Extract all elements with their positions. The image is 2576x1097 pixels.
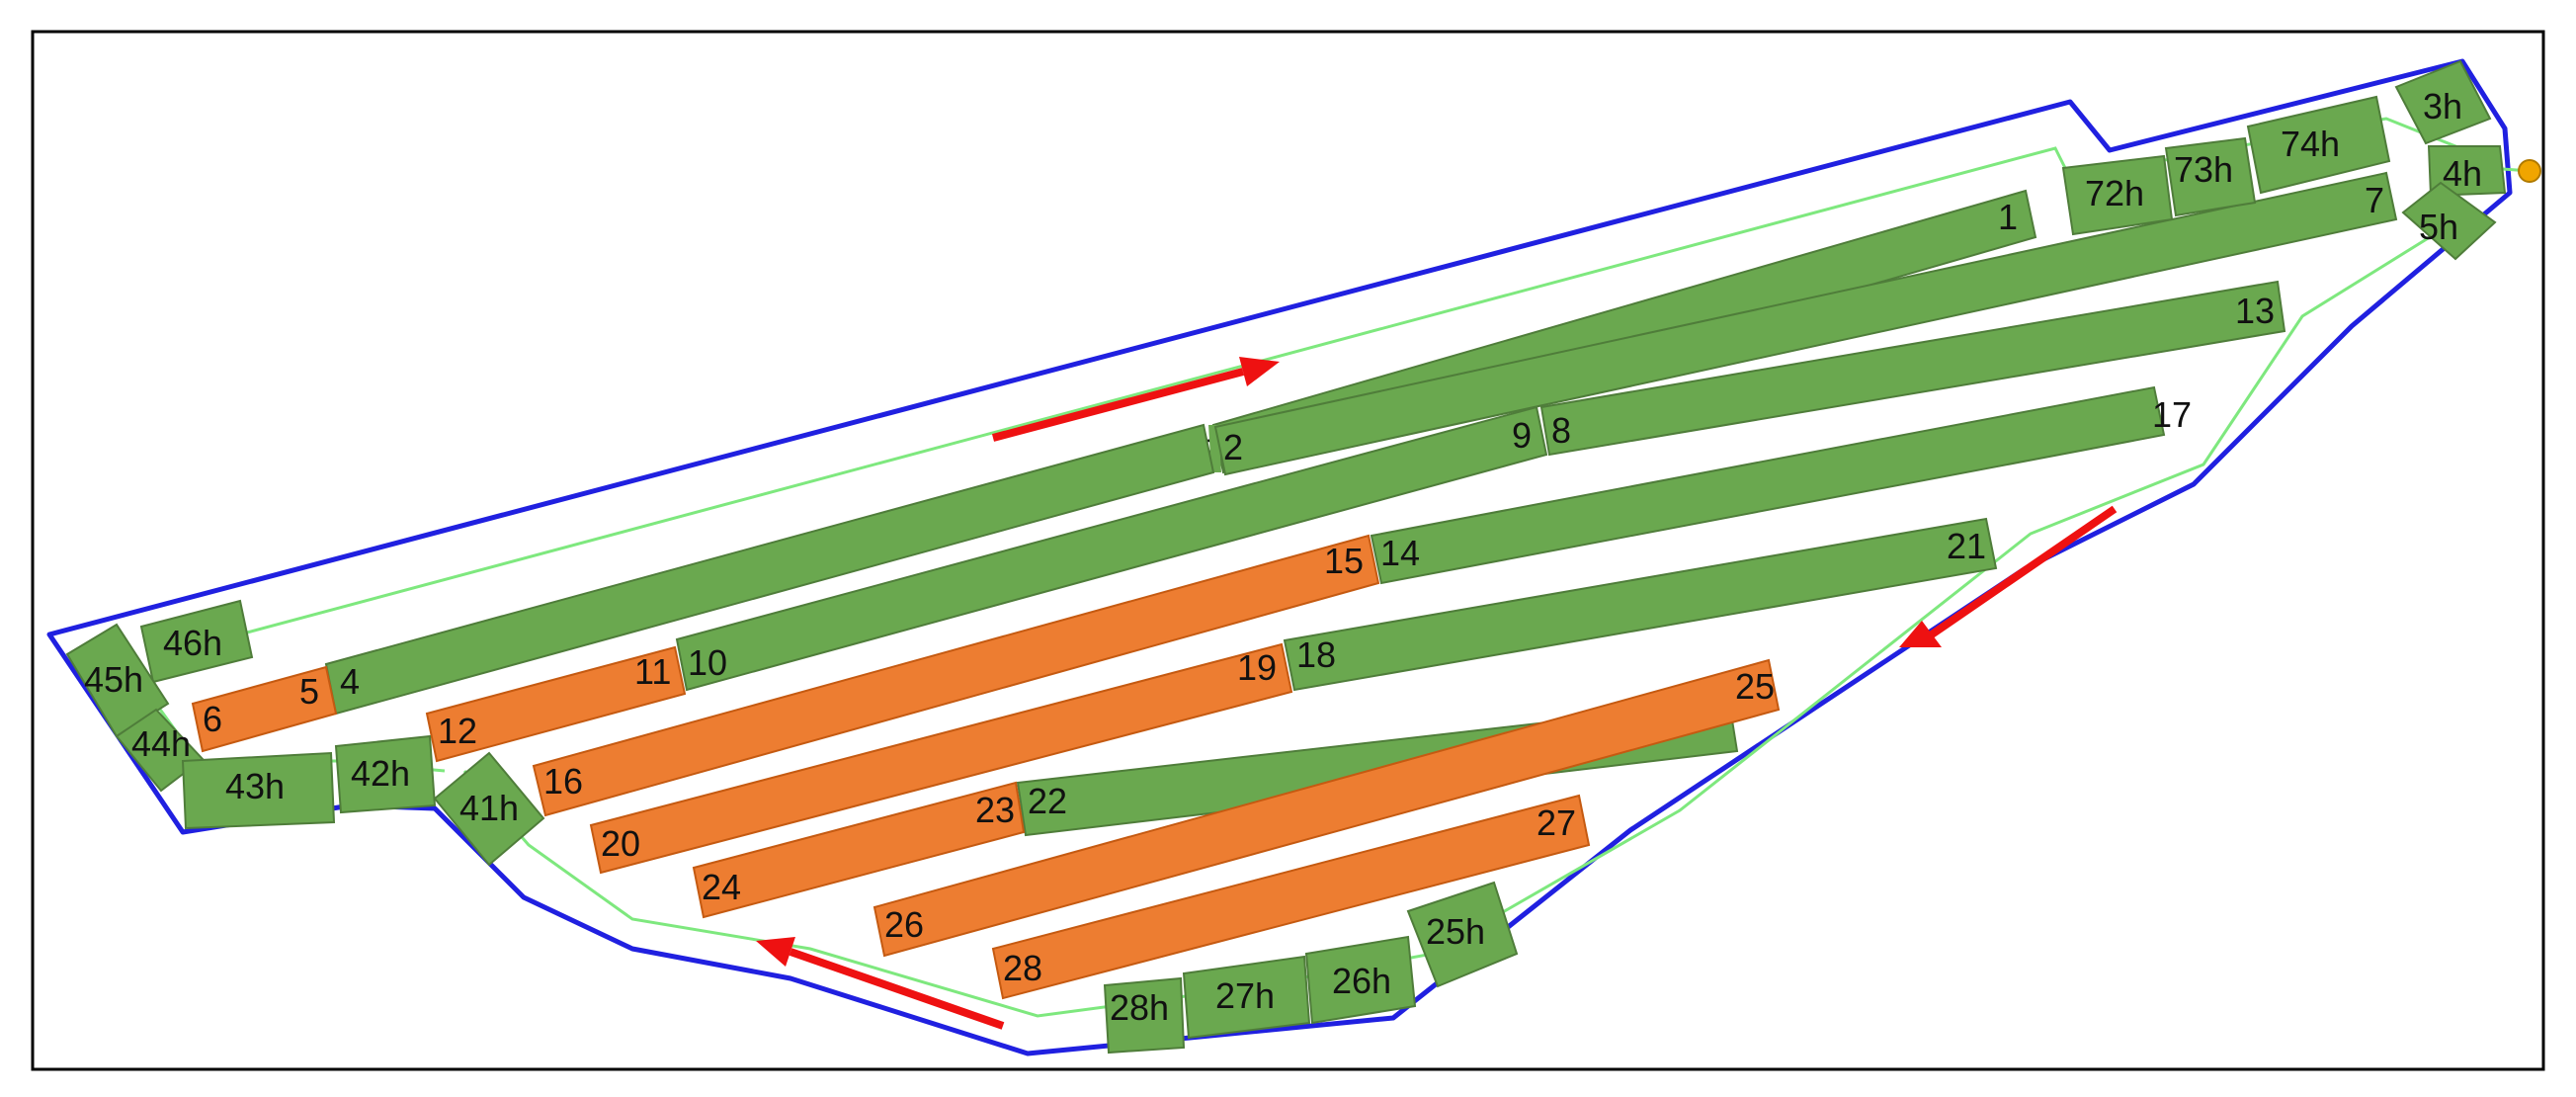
block-label-10: 10 bbox=[688, 642, 727, 683]
block-label-19: 19 bbox=[1237, 647, 1277, 688]
block-label-13: 13 bbox=[2235, 291, 2275, 331]
block-label-27: 27 bbox=[1537, 802, 1576, 843]
block-row-8-13: 8 13 bbox=[1539, 280, 2286, 457]
orange-block-20-19: 20 19 bbox=[589, 642, 1293, 875]
block-label-4: 4 bbox=[340, 661, 360, 702]
h-block-42h: 42h bbox=[334, 734, 437, 814]
orange-block-6-5: 6 5 bbox=[191, 665, 338, 753]
svg-text:4h: 4h bbox=[2443, 153, 2482, 194]
block-label-16: 16 bbox=[543, 761, 583, 802]
svg-text:43h: 43h bbox=[225, 766, 285, 806]
h-block-72h: 72h bbox=[2061, 154, 2174, 236]
block-label-9: 9 bbox=[1512, 415, 1532, 456]
block-row-18-21: 18 21 bbox=[1283, 517, 1998, 692]
h-block-46h: 46h bbox=[139, 599, 254, 684]
direction-arrow-1 bbox=[991, 357, 1280, 442]
block-label-21: 21 bbox=[1947, 526, 1986, 566]
block-label-20: 20 bbox=[601, 823, 640, 864]
h-block-3h: 3h bbox=[2394, 59, 2492, 145]
svg-text:46h: 46h bbox=[163, 623, 222, 663]
direction-arrow-3 bbox=[756, 937, 1005, 1030]
orange-block-24-23: 24 23 bbox=[692, 781, 1026, 919]
block-label-11: 11 bbox=[634, 651, 671, 692]
block-label-24: 24 bbox=[702, 867, 741, 907]
orange-block-12-11: 12 11 bbox=[425, 645, 687, 763]
svg-text:42h: 42h bbox=[351, 753, 410, 794]
block-row-2-7 bbox=[1208, 171, 2398, 476]
svg-text:27h: 27h bbox=[1215, 975, 1275, 1016]
h-block-45h: 45h bbox=[65, 623, 170, 738]
h-block-44h: 44h bbox=[115, 708, 205, 793]
block-label-14: 14 bbox=[1380, 533, 1420, 573]
svg-text:41h: 41h bbox=[459, 788, 519, 828]
direction-arrow-2 bbox=[1899, 505, 2118, 647]
svg-text:3h: 3h bbox=[2423, 86, 2462, 127]
svg-text:44h: 44h bbox=[131, 723, 191, 764]
h-block-26h: 26h bbox=[1304, 935, 1417, 1025]
block-label-18: 18 bbox=[1296, 634, 1336, 675]
block-label-1: 1 bbox=[1998, 197, 2018, 237]
block-label-8: 8 bbox=[1551, 410, 1571, 451]
block-label-7: 7 bbox=[2365, 180, 2384, 220]
h-block-5h: 5h bbox=[2401, 181, 2497, 261]
block-label-23: 23 bbox=[975, 790, 1015, 830]
block-label-5: 5 bbox=[299, 671, 319, 712]
svg-text:73h: 73h bbox=[2174, 149, 2233, 190]
block-label-12: 12 bbox=[438, 711, 477, 751]
perimeter-boundary bbox=[46, 58, 2513, 1056]
h-block-28h: 28h bbox=[1103, 976, 1186, 1055]
block-row-10-9: 9 10 bbox=[675, 405, 1548, 692]
svg-text:25h: 25h bbox=[1426, 911, 1485, 952]
exit-marker bbox=[2518, 159, 2541, 183]
h-block-73h: 73h bbox=[2164, 136, 2257, 217]
block-label-2: 2 bbox=[1223, 427, 1243, 467]
h-block-27h: 27h bbox=[1182, 955, 1311, 1040]
h-block-4h: 4h bbox=[2427, 145, 2507, 198]
block-label-22: 22 bbox=[1028, 781, 1067, 821]
h-block-43h: 43h bbox=[181, 751, 336, 830]
svg-text:26h: 26h bbox=[1332, 961, 1391, 1001]
orange-block-28-27: 28 27 bbox=[991, 794, 1591, 1000]
h-block-74h: 74h bbox=[2246, 95, 2391, 195]
block-row-14-17: 14 17 bbox=[1370, 385, 2192, 585]
svg-text:5h: 5h bbox=[2419, 207, 2458, 247]
frame-border bbox=[31, 30, 2545, 1071]
svg-text:72h: 72h bbox=[2085, 173, 2144, 213]
svg-text:74h: 74h bbox=[2281, 124, 2340, 164]
block-label-25: 25 bbox=[1735, 666, 1775, 707]
orange-block-16-15: 16 15 bbox=[532, 534, 1380, 817]
block-label-17: 17 bbox=[2152, 394, 2192, 435]
block-label-26: 26 bbox=[884, 904, 924, 945]
orange-block-26-25: 26 25 bbox=[873, 658, 1781, 958]
block-label-15: 15 bbox=[1324, 541, 1364, 581]
block-label-28: 28 bbox=[1003, 948, 1042, 988]
svg-text:28h: 28h bbox=[1110, 987, 1169, 1028]
h-block-25h: 25h bbox=[1406, 881, 1519, 988]
svg-text:45h: 45h bbox=[84, 659, 143, 700]
h-block-41h: 41h bbox=[433, 751, 545, 867]
block-label-6: 6 bbox=[203, 699, 222, 739]
